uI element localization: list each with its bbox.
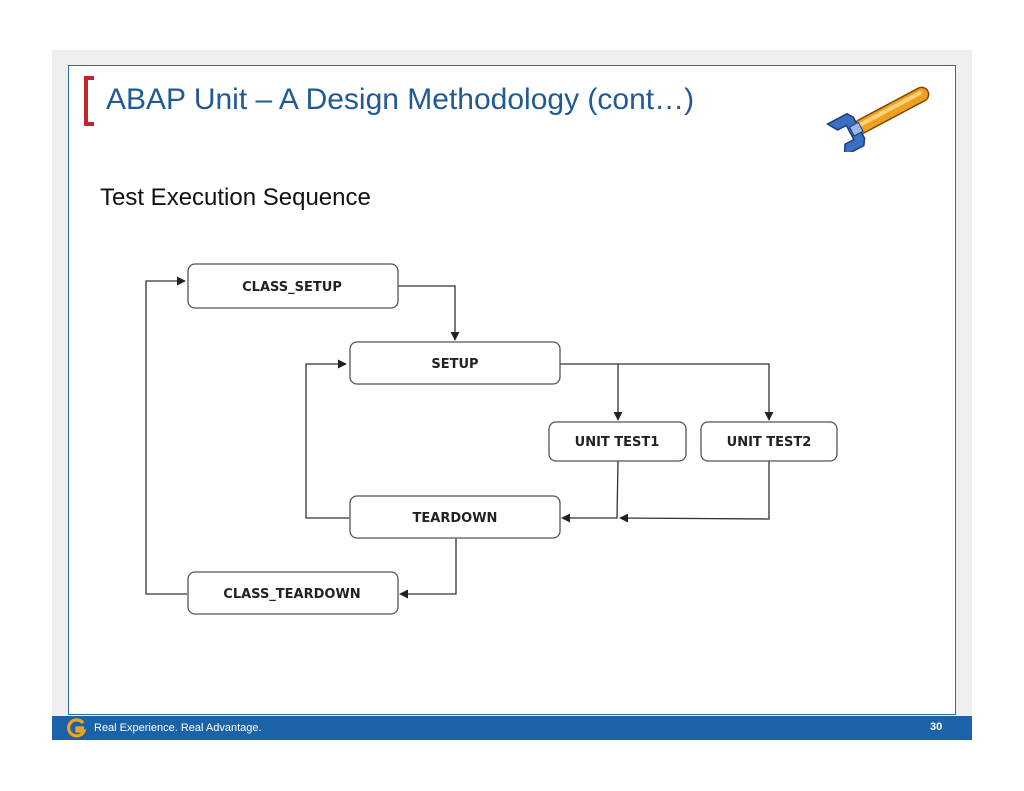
edge-unit-test1-to-teardown: [561, 460, 619, 523]
node-class-teardown: CLASS_TEARDOWN: [187, 571, 399, 615]
edge-setup-to-unit-test2: [618, 363, 774, 421]
node-teardown: TEARDOWN: [349, 495, 561, 539]
section-subtitle: Test Execution Sequence: [100, 184, 371, 211]
slide-title: ABAP Unit – A Design Methodology (cont…): [106, 83, 695, 116]
node-label: UNIT TEST2: [727, 435, 812, 450]
node-unit-test1: UNIT TEST1: [548, 421, 687, 462]
edge-setup-to-unit-test1: [560, 363, 623, 421]
edge-class-teardown-to-class-setup: [145, 276, 187, 595]
brand-logo-icon: [67, 718, 87, 738]
node-label: TEARDOWN: [413, 511, 498, 526]
node-label: UNIT TEST1: [575, 435, 660, 450]
node-label: SETUP: [431, 357, 478, 372]
node-label: CLASS_TEARDOWN: [223, 587, 360, 602]
node-setup: SETUP: [349, 341, 561, 385]
edge-teardown-to-class-teardown: [399, 538, 457, 599]
wrench-icon: [825, 86, 930, 152]
node-label: CLASS_SETUP: [242, 280, 342, 295]
footer-bar: [52, 716, 972, 740]
edge-unit-test2-to-teardown: [619, 461, 770, 523]
title-bracket: [84, 76, 94, 126]
footer-tagline: Real Experience. Real Advantage.: [94, 722, 262, 734]
edges: [145, 276, 774, 599]
node-unit-test2: UNIT TEST2: [700, 421, 838, 462]
edge-teardown-to-setup: [305, 359, 349, 519]
page-number: 30: [930, 721, 943, 733]
node-class-setup: CLASS_SETUP: [187, 263, 399, 309]
edge-class-setup-to-setup: [398, 285, 460, 341]
